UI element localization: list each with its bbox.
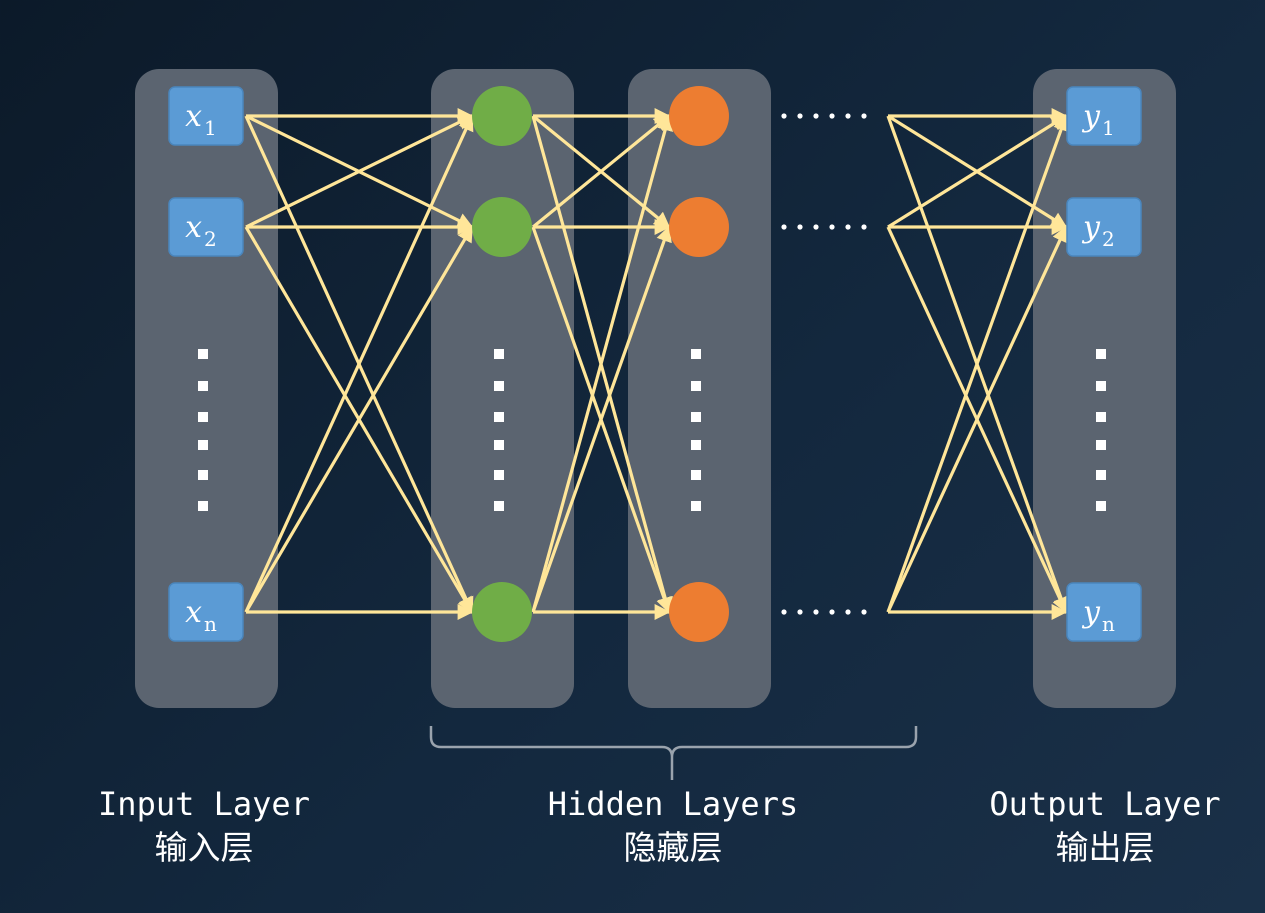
hidden-layers-label-en: Hidden Layers	[547, 785, 799, 823]
output-node-y1-box	[1066, 86, 1142, 146]
input-node-x1-symbol: x	[185, 99, 202, 134]
ellipsis-dot	[861, 113, 867, 119]
ellipsis-dot	[781, 113, 787, 119]
output-node-y2-subscript: 2	[1102, 227, 1115, 251]
ellipsis-dot	[829, 609, 835, 615]
input-node-x1-box	[168, 86, 244, 146]
input-node-xn-symbol: x	[185, 595, 202, 630]
vertical-ellipsis-dot	[691, 440, 701, 450]
input-node-xn-subscript: n	[204, 612, 217, 636]
connection-arrow	[531, 114, 671, 229]
ellipsis-dot	[813, 113, 819, 119]
output-node-yn-box	[1066, 582, 1142, 642]
vertical-ellipsis-dot	[494, 470, 504, 480]
vertical-ellipsis-dot	[1096, 349, 1106, 359]
vertical-ellipsis-dot	[198, 381, 208, 391]
vertical-ellipsis-dot	[691, 470, 701, 480]
output-node-y2-symbol: y	[1081, 210, 1101, 245]
ellipsis-dot	[845, 113, 851, 119]
vertical-ellipsis-dot	[198, 470, 208, 480]
ellipsis-dot	[845, 609, 851, 615]
vertical-ellipsis-dot	[691, 412, 701, 422]
vertical-ellipsis-dot	[494, 501, 504, 511]
ellipsis-dot	[813, 609, 819, 615]
hidden-layers-brace	[429, 726, 918, 780]
output-node-y1-symbol: y	[1081, 99, 1101, 134]
connection-arrow	[244, 114, 474, 613]
connection-arrow	[886, 225, 1068, 613]
hidden-1-neuron	[472, 582, 532, 642]
vertical-ellipsis-dot	[691, 349, 701, 359]
input-node-x2-subscript: 2	[204, 227, 217, 251]
output-node-y2-box	[1066, 197, 1142, 257]
input-node-x1-subscript: 1	[204, 116, 217, 140]
input-layer-label-en: Input Layer	[98, 785, 310, 823]
hidden-2-neuron	[669, 197, 729, 257]
ellipsis-dot	[861, 609, 867, 615]
ellipsis-dot	[829, 224, 835, 230]
ellipsis-dot	[845, 224, 851, 230]
hidden-1-neuron	[472, 86, 532, 146]
connection-arrow	[245, 114, 474, 229]
input-node-x2-box	[168, 197, 244, 257]
output-node-yn-symbol: y	[1081, 595, 1101, 630]
hidden-2-neuron	[669, 86, 729, 146]
connection-arrow	[244, 225, 474, 613]
ellipsis-dot	[781, 224, 787, 230]
ellipsis-dot	[813, 224, 819, 230]
input-layer-label-zh: 输入层	[154, 828, 254, 867]
input-node-xn-box	[168, 582, 244, 642]
vertical-ellipsis-dot	[691, 501, 701, 511]
output-layer-label-en: Output Layer	[989, 785, 1221, 823]
connection-arrow	[886, 114, 1069, 613]
vertical-ellipsis-dot	[198, 349, 208, 359]
hidden-2-neuron	[669, 582, 729, 642]
connection-arrow	[531, 114, 673, 613]
vertical-ellipsis-dot	[494, 412, 504, 422]
vertical-ellipsis-dot	[494, 381, 504, 391]
ellipsis-dot	[861, 224, 867, 230]
vertical-ellipsis-dot	[198, 412, 208, 422]
hidden-layers-label: Hidden Layers 隐藏层	[493, 782, 853, 870]
vertical-ellipsis-dot	[494, 349, 504, 359]
output-layer-label-zh: 输出层	[1055, 828, 1155, 867]
vertical-ellipsis-dot	[1096, 440, 1106, 450]
hidden-layers-label-zh: 隐藏层	[623, 828, 723, 867]
input-layer-label: Input Layer 输入层	[24, 782, 384, 870]
output-node-y1-subscript: 1	[1102, 116, 1115, 140]
vertical-ellipsis-dot	[1096, 381, 1106, 391]
output-layer-label: Output Layer 输出层	[925, 782, 1265, 870]
vertical-ellipsis-dot	[1096, 501, 1106, 511]
ellipsis-dot	[781, 609, 787, 615]
vertical-ellipsis-dot	[198, 501, 208, 511]
hidden-1-neuron	[472, 197, 532, 257]
connection-arrow	[887, 114, 1068, 229]
ellipsis-dot	[797, 224, 803, 230]
vertical-ellipsis-dot	[1096, 412, 1106, 422]
ellipsis-dot	[797, 609, 803, 615]
connection-arrow	[531, 225, 672, 613]
vertical-ellipsis-dot	[198, 440, 208, 450]
output-node-yn-subscript: n	[1102, 612, 1115, 636]
ellipsis-dot	[797, 113, 803, 119]
input-node-x2-symbol: x	[185, 210, 202, 245]
vertical-ellipsis-dot	[494, 440, 504, 450]
ellipsis-dot	[829, 113, 835, 119]
vertical-ellipsis-dot	[691, 381, 701, 391]
vertical-ellipsis-dot	[1096, 470, 1106, 480]
